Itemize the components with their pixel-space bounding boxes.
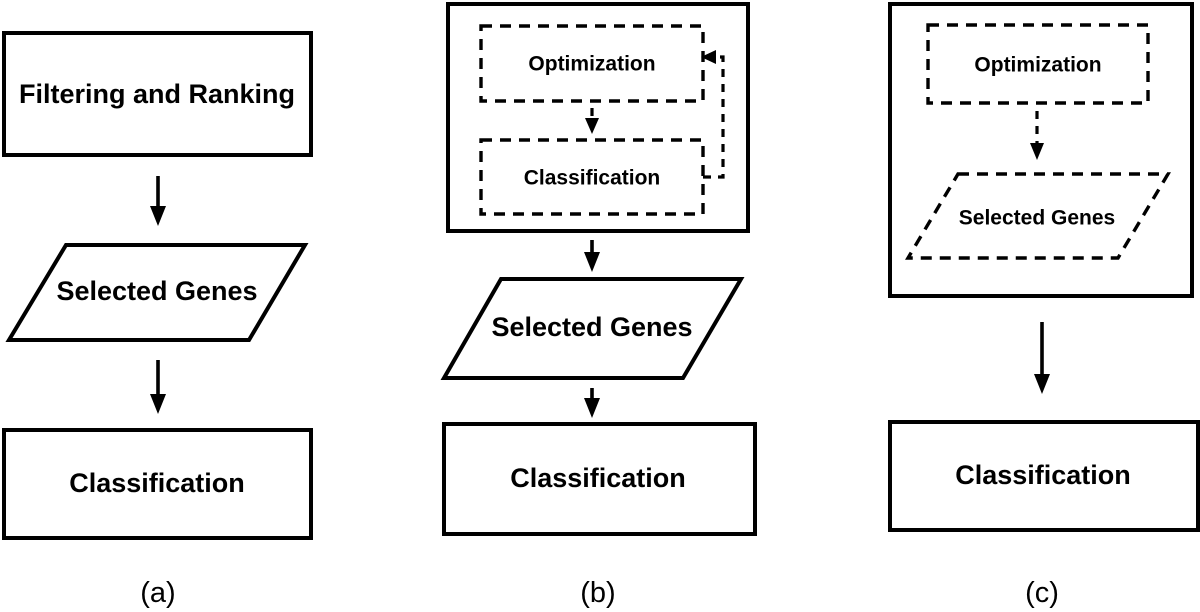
edge-wrapper-to-classification (1034, 322, 1050, 394)
arrow-head-icon (1030, 143, 1044, 160)
inner-classification-rect (479, 138, 705, 216)
feedback-loop-path (703, 55, 725, 179)
node-classification[interactable]: Classification (2, 428, 313, 540)
selected-genes-label: Selected Genes (56, 276, 257, 306)
optimization-rect (479, 24, 705, 103)
node-filtering-and-ranking[interactable]: Filtering and Ranking (2, 31, 313, 157)
arrow-head-icon (150, 206, 166, 226)
edge-optimization-to-inner-classification (585, 108, 599, 134)
arrow-head-icon (150, 394, 166, 414)
panel-c: Optimization Selected Genes Classificati… (888, 2, 1200, 609)
classification-rect (2, 428, 313, 540)
panel-a-caption: (a) (140, 577, 175, 609)
filtering-and-ranking-rect (2, 31, 313, 157)
node-wrapper-box[interactable] (446, 2, 750, 233)
edge-filtering-to-selected-genes (150, 176, 166, 226)
selected-genes-parallelogram (440, 277, 745, 380)
classification-rect (888, 420, 1200, 532)
panel-c-caption: (c) (1025, 577, 1059, 609)
node-optimization[interactable]: Optimization (926, 23, 1150, 105)
node-selected-genes[interactable]: Selected Genes (905, 172, 1171, 260)
classification-rect (442, 422, 757, 536)
node-classification[interactable]: Classification (888, 420, 1200, 532)
arrow-head-icon (585, 118, 599, 134)
feedback-arrow-head-icon (701, 50, 716, 64)
selected-genes-label: Selected Genes (491, 312, 692, 342)
classification-label: Classification (69, 468, 245, 498)
arrow-head-icon (584, 398, 600, 418)
node-inner-classification[interactable]: Classification (479, 138, 705, 216)
arrow-head-icon (584, 252, 600, 272)
node-classification[interactable]: Classification (442, 422, 757, 536)
selected-genes-parallelogram (905, 172, 1171, 260)
optimization-label: Optimization (974, 54, 1101, 77)
panel-b-caption: (b) (580, 577, 615, 609)
edge-wrapper-to-selected-genes (584, 240, 600, 272)
selected-genes-label: Selected Genes (959, 207, 1115, 230)
edge-selected-genes-to-classification (150, 360, 166, 414)
edge-optimization-to-selected-genes (1030, 111, 1044, 160)
wrapper-rect (446, 2, 750, 233)
node-selected-genes[interactable]: Selected Genes (5, 243, 309, 342)
panel-a: Filtering and Ranking Selected Genes Cla… (2, 31, 313, 609)
classification-label: Classification (510, 463, 686, 493)
panel-b: Optimization Classification Selected Gen… (440, 2, 757, 609)
edge-feedback-loop (701, 50, 725, 179)
inner-classification-label: Classification (524, 167, 661, 190)
filtering-and-ranking-label: Filtering and Ranking (19, 79, 295, 109)
node-selected-genes[interactable]: Selected Genes (440, 277, 745, 380)
optimization-label: Optimization (528, 53, 655, 76)
selected-genes-parallelogram (5, 243, 309, 342)
node-optimization[interactable]: Optimization (479, 24, 705, 103)
arrow-head-icon (1034, 374, 1050, 394)
optimization-rect (926, 23, 1150, 105)
classification-label: Classification (955, 460, 1131, 490)
edge-selected-genes-to-classification (584, 388, 600, 418)
